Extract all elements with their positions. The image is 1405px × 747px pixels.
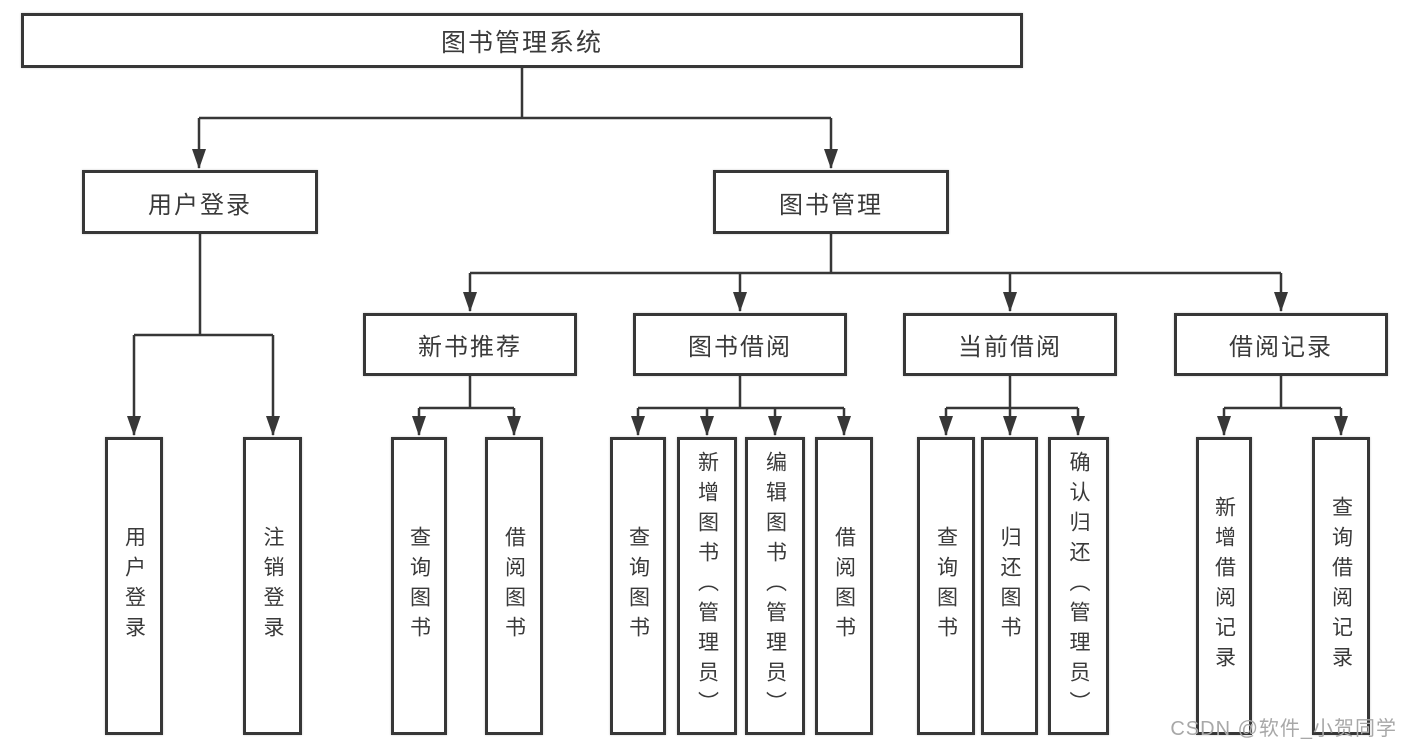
node-root-label: 图书管理系统 (440, 28, 603, 57)
node-user-login: 用户登录 (82, 170, 318, 234)
leaf-query-books-current: 查询图书 (917, 437, 975, 735)
leaf-edit-book-admin: 编辑图书（管理员） (745, 437, 805, 735)
leaf-borrow-books: 借阅图书 (815, 437, 873, 735)
leaf-query-borrow-record: 查询借阅记录 (1312, 437, 1370, 735)
node-current-borrow: 当前借阅 (903, 313, 1117, 376)
leaf-query-books-borrow-label: 查询图书 (626, 526, 650, 646)
node-new-book-recommend: 新书推荐 (363, 313, 577, 376)
node-borrow-records-label: 借阅记录 (1229, 334, 1333, 361)
node-book-management: 图书管理 (713, 170, 949, 234)
watermark-text: CSDN @软件_小贺同学 (1170, 718, 1397, 740)
leaf-query-books-recommend: 查询图书 (391, 437, 447, 735)
leaf-add-borrow-record-label: 新增借阅记录 (1212, 496, 1236, 676)
leaf-query-borrow-record-label: 查询借阅记录 (1329, 496, 1353, 676)
node-book-borrow: 图书借阅 (633, 313, 847, 376)
node-book-borrow-label: 图书借阅 (688, 334, 792, 361)
leaf-query-books-borrow: 查询图书 (610, 437, 666, 735)
node-user-login-label: 用户登录 (148, 191, 252, 219)
leaf-return-book-label: 归还图书 (998, 526, 1021, 646)
leaf-add-borrow-record: 新增借阅记录 (1196, 437, 1252, 735)
leaf-return-book: 归还图书 (981, 437, 1038, 735)
node-new-book-recommend-label: 新书推荐 (418, 334, 522, 361)
leaf-user-login: 用户登录 (105, 437, 163, 735)
leaf-edit-book-admin-label: 编辑图书（管理员） (763, 451, 787, 721)
leaf-add-book-admin: 新增图书（管理员） (677, 437, 737, 735)
node-current-borrow-label: 当前借阅 (958, 334, 1062, 361)
leaf-logout: 注销登录 (243, 437, 302, 735)
leaf-query-books-recommend-label: 查询图书 (407, 526, 431, 646)
leaf-confirm-return-admin-label: 确认归还（管理员） (1067, 451, 1090, 721)
leaf-borrow-books-label: 借阅图书 (832, 526, 856, 646)
node-borrow-records: 借阅记录 (1174, 313, 1388, 376)
leaf-logout-label: 注销登录 (261, 526, 284, 646)
leaf-confirm-return-admin: 确认归还（管理员） (1048, 437, 1109, 735)
leaf-add-book-admin-label: 新增图书（管理员） (695, 451, 719, 721)
leaf-user-login-label: 用户登录 (122, 526, 146, 646)
leaf-borrow-books-recommend: 借阅图书 (485, 437, 543, 735)
leaf-borrow-books-recommend-label: 借阅图书 (502, 526, 526, 646)
node-root: 图书管理系统 (21, 13, 1023, 68)
leaf-query-books-current-label: 查询图书 (934, 526, 958, 646)
node-book-management-label: 图书管理 (779, 191, 883, 219)
